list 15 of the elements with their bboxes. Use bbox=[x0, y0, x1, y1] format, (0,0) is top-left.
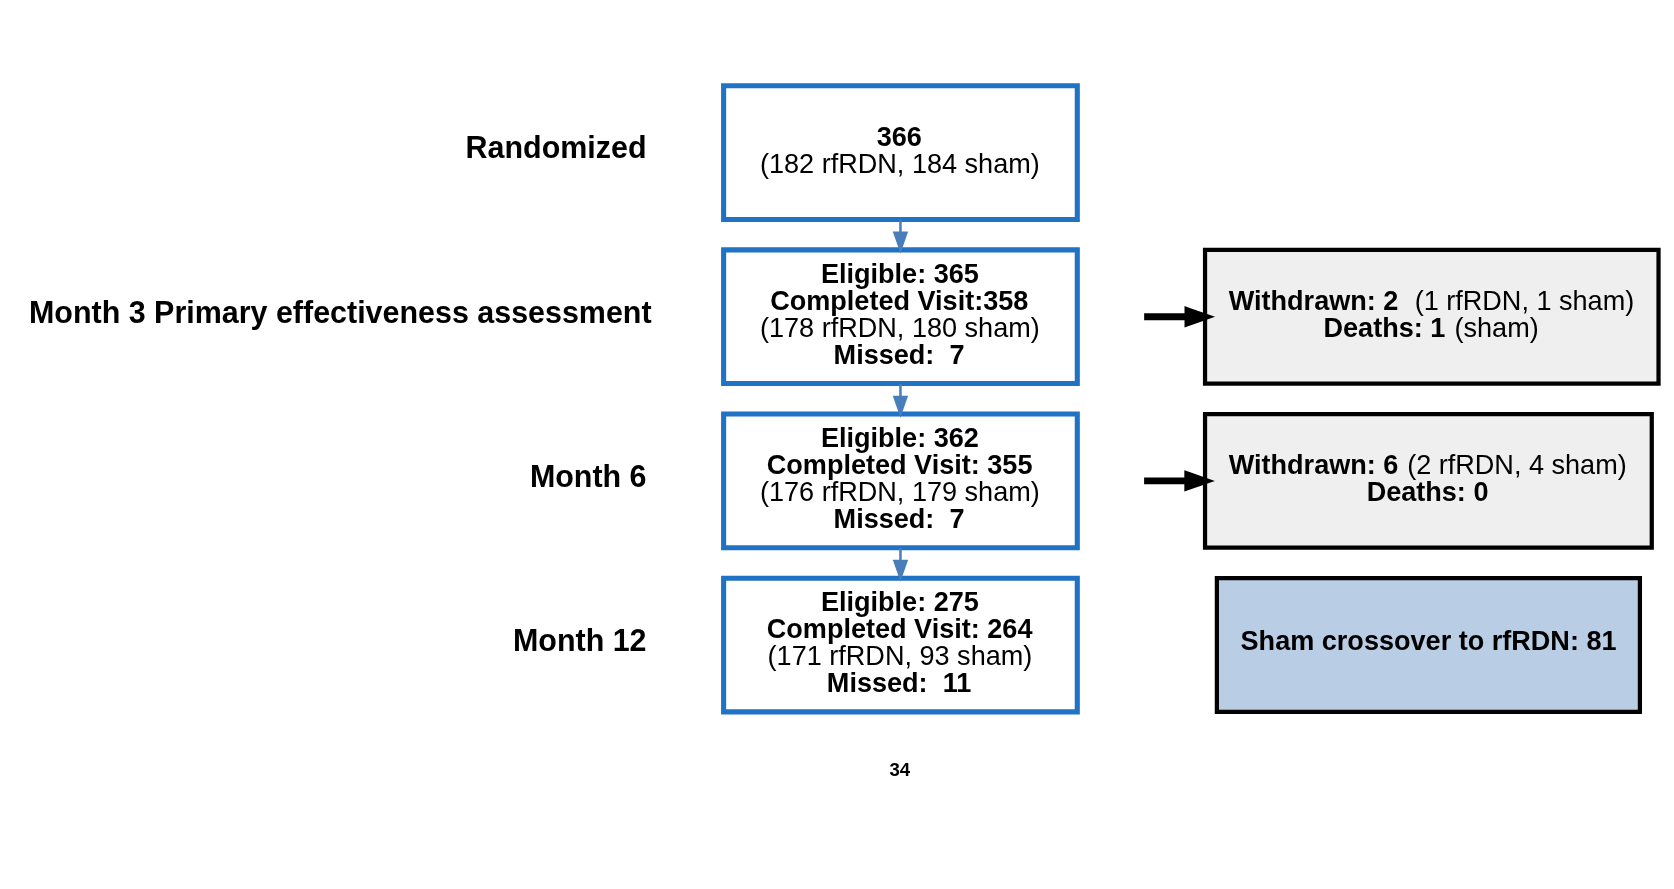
label: 34 bbox=[889, 758, 911, 780]
arrow bbox=[892, 547, 909, 582]
arrow bbox=[892, 383, 909, 418]
node-box: Withdrawn: 2 (1 rfRDN, 1 sham) Deaths: 1 (sham) bbox=[1202, 247, 1661, 386]
arrow bbox=[892, 219, 909, 254]
label: Month 6 bbox=[529, 458, 647, 493]
node-box: 366 (182 rfRDN, 184 sham) bbox=[721, 83, 1080, 222]
node-box: Eligible: 365 Completed Visit:358 (178 rfRDN, 180 sham) Missed: 7 bbox=[721, 247, 1080, 387]
label: Month 3 Primary effectiveness assessment bbox=[29, 294, 652, 329]
node-box: Sham crossover to rfRDN: 81 bbox=[1214, 576, 1643, 714]
node-box: Withdrawn: 6 (2 rfRDN, 4 sham) Deaths: 0 bbox=[1202, 411, 1654, 550]
node-box: Eligible: 362 Completed Visit: 355 (176 rfRDN, 179 sham) Missed: 7 bbox=[721, 411, 1080, 551]
label: Month 12 bbox=[512, 622, 647, 657]
node-box: Eligible: 275 Completed Visit: 264 (171 rfRDN, 93 sham) Missed: 11 bbox=[721, 575, 1080, 715]
label: Randomized bbox=[465, 130, 647, 165]
